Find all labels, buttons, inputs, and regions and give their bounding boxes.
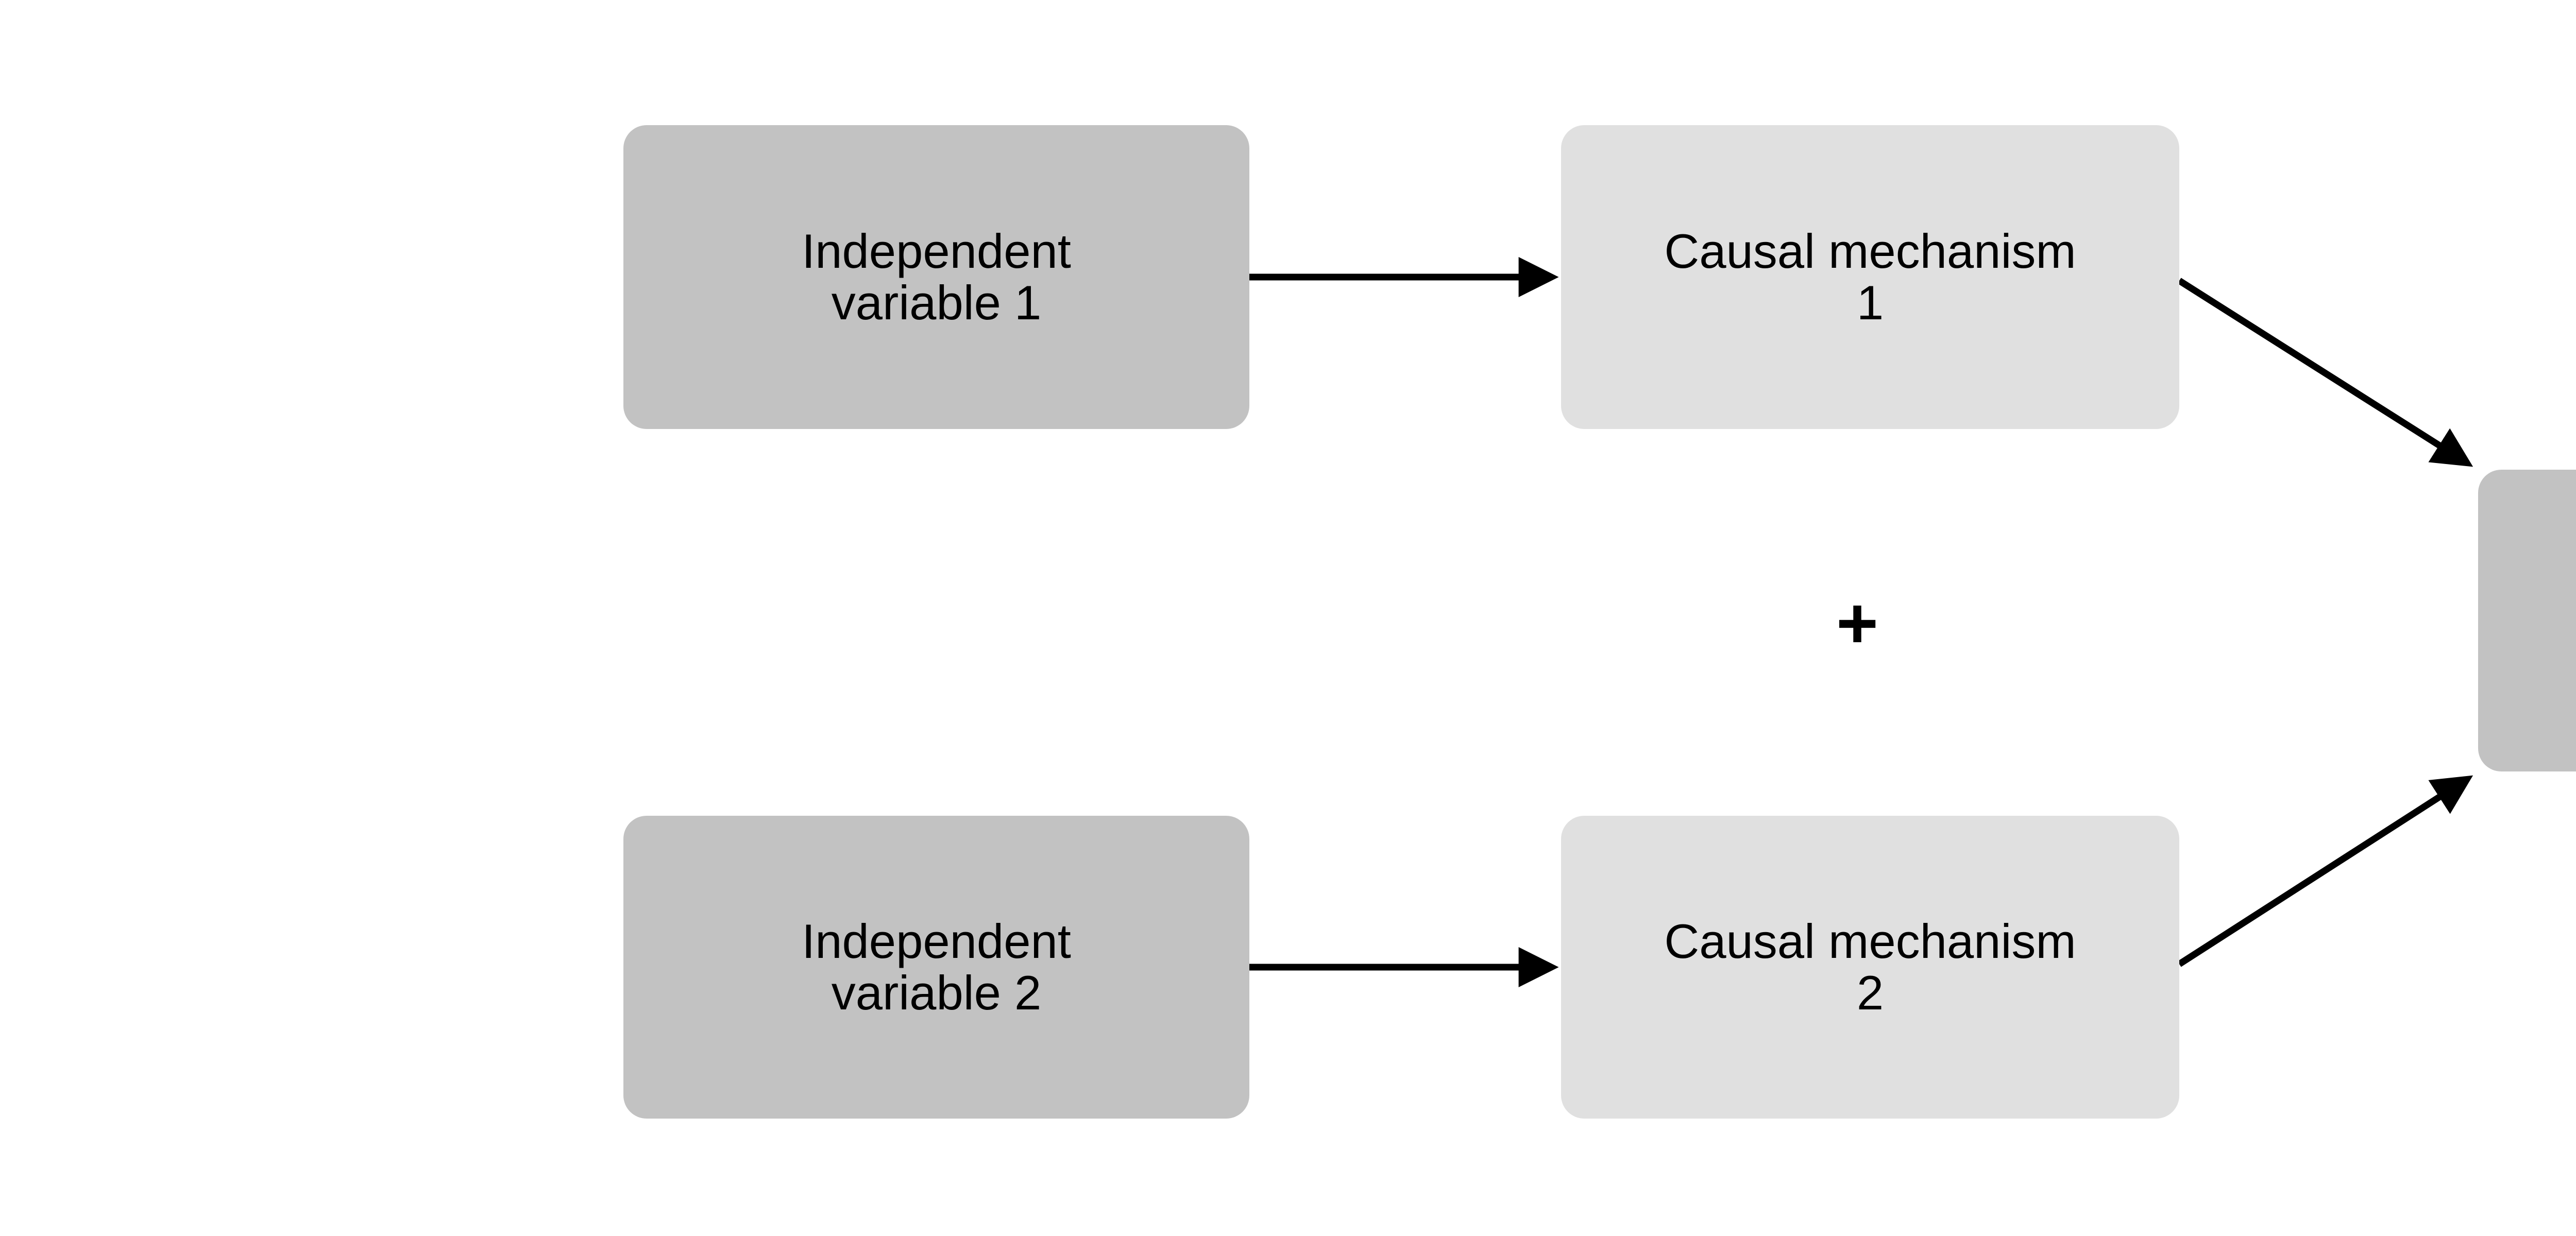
node-independent-variable-2: Independent variable 2 <box>623 816 1249 1119</box>
node-label: Causal mechanism 1 <box>1664 224 2076 330</box>
node-causal-mechanism-2: Causal mechanism 2 <box>1561 816 2179 1119</box>
plus-operator: + <box>1836 582 1878 663</box>
node-dependent-variable: Dependent variable <box>2478 470 2576 771</box>
node-label: Causal mechanism 2 <box>1664 914 2076 1020</box>
arrow-cm1-to-dv <box>2177 278 2473 467</box>
node-causal-mechanism-1: Causal mechanism 1 <box>1561 125 2179 429</box>
arrow-cm2-to-dv <box>2177 775 2473 967</box>
node-independent-variable-1: Independent variable 1 <box>623 125 1249 429</box>
node-label: Independent variable 1 <box>802 224 1071 330</box>
node-label: Independent variable 2 <box>802 914 1071 1020</box>
